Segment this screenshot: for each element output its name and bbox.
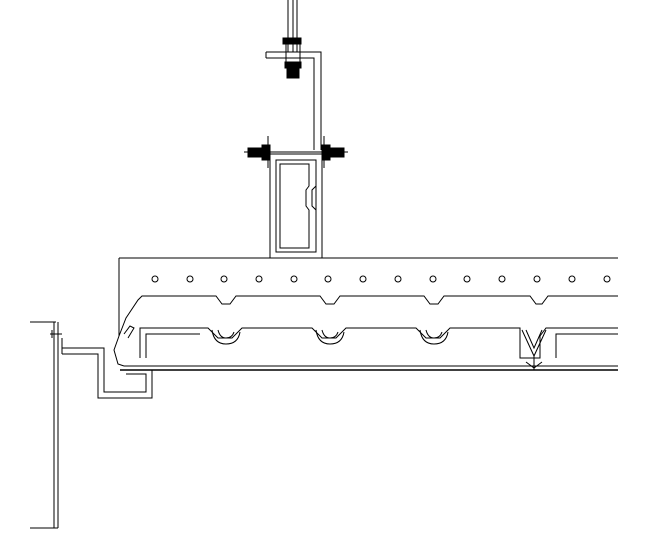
panel-end-hook bbox=[113, 325, 135, 367]
z-bracket bbox=[265, 43, 322, 150]
clip-hooks bbox=[211, 329, 449, 345]
clamp-bolt bbox=[244, 136, 348, 168]
wall bbox=[30, 321, 62, 529]
carrier-channel bbox=[269, 153, 323, 259]
perforation-holes bbox=[151, 275, 611, 283]
wall-angle-trim bbox=[61, 338, 153, 399]
panel-joint bbox=[521, 329, 547, 370]
deck-panel bbox=[118, 257, 618, 371]
